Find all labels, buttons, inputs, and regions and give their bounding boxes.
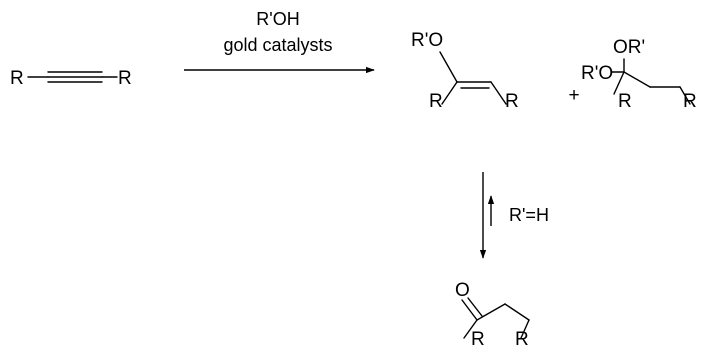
enol-ether-product: R'O R R <box>411 30 519 112</box>
enol-alkoxy: R'O <box>411 30 443 51</box>
alkyne-left-r: R <box>10 68 24 89</box>
reagent-label: R'OH <box>256 9 299 29</box>
enol-left-r: R <box>429 91 443 112</box>
enol-c-r-right-bond <box>490 81 507 105</box>
ketone-c-ch2-bond <box>476 303 506 321</box>
acetal-left-r: R <box>618 91 632 112</box>
ketone-ch2-ch2-bond <box>504 303 530 321</box>
ketone-ch2-r-bond <box>520 319 530 339</box>
acetal-c-ch2-bond <box>623 71 651 88</box>
acetal-r-right-bond <box>679 86 691 105</box>
acetal-alkoxy-top: OR' <box>613 37 645 58</box>
ketone-oxygen: O <box>455 280 470 301</box>
acetal-right-r: R <box>683 91 697 112</box>
catalyst-label: gold catalysts <box>223 35 332 55</box>
ketone-co-double-1 <box>461 299 478 321</box>
hydrolysis-condition: R'=H <box>509 205 549 225</box>
acetal-product: OR' R'O R R <box>581 37 697 112</box>
enol-right-r: R <box>505 91 519 112</box>
hydrolysis-arrows: R'=H <box>479 172 549 259</box>
enol-o-c-bond <box>439 51 458 83</box>
ketone-c-r-left-bond <box>463 319 478 339</box>
alkyne-reactant: R R <box>10 68 132 89</box>
acetal-alkoxy-left: R'O <box>581 63 613 84</box>
acetal-c-r-left-bond <box>613 71 625 95</box>
forward-arrow: R'OH gold catalysts <box>184 9 375 74</box>
ketone-co-double-2 <box>467 297 483 317</box>
ketone-right-r: R <box>515 329 529 350</box>
ketone-left-r: R <box>471 329 485 350</box>
enol-c-r-left-bond <box>441 81 458 105</box>
alkyne-right-r: R <box>118 68 132 89</box>
plus-sign: + <box>568 85 579 106</box>
ketone-product: O R R <box>455 280 530 350</box>
